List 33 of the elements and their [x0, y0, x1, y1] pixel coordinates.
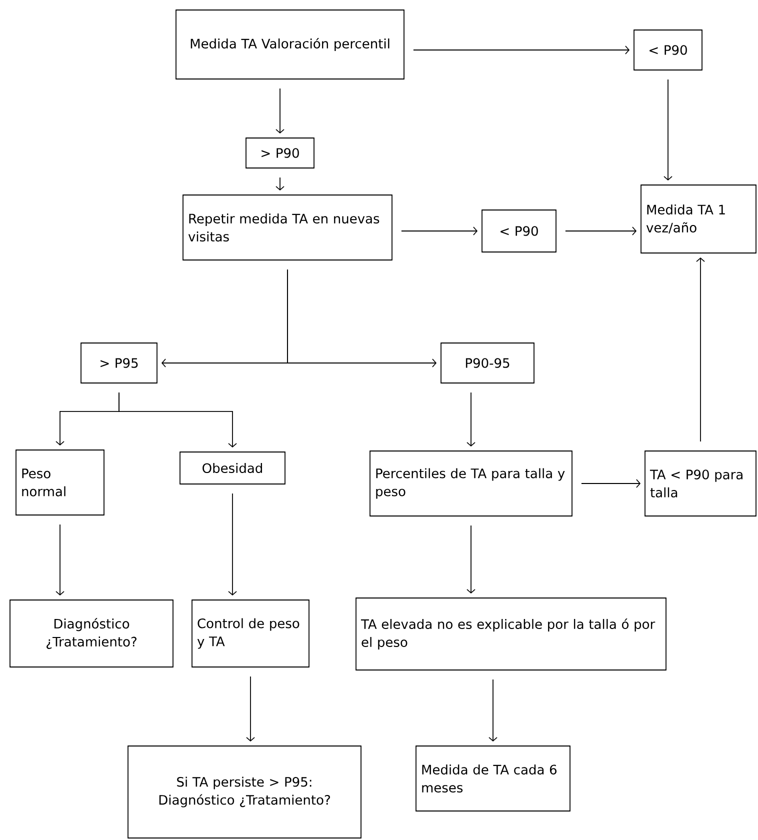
process-box: Obesidad [180, 452, 286, 484]
condition-box: < P90 [482, 210, 556, 252]
process-box: Control de peso y TA [192, 600, 310, 668]
process-box: TA < P90 para talla [644, 450, 756, 516]
arrow [246, 676, 255, 742]
arrow [466, 525, 476, 594]
condition-box: > P95 [80, 342, 158, 384]
process-box: Repetir medida TA en nuevas visitas [182, 194, 392, 260]
arrow [56, 524, 64, 596]
arrow [488, 679, 498, 742]
arrow [696, 257, 705, 442]
process-box: Medida TA Valoración percentil [176, 10, 404, 80]
process-box: Peso normal [16, 450, 104, 516]
process-box: Medida TA 1 vez/año [640, 184, 756, 254]
process-box: Percentiles de TA para talla y peso [370, 450, 572, 516]
arrow [276, 177, 284, 191]
arrow [565, 226, 637, 236]
arrow [401, 226, 478, 236]
process-box: Diagnóstico ¿Tratamiento? [10, 600, 174, 668]
arrow [581, 479, 641, 488]
arrow [118, 392, 237, 448]
condition-box: > P90 [246, 138, 314, 168]
process-box: TA elevada no es explicable por la talla ó por el peso [356, 598, 666, 670]
condition-box: < P90 [634, 30, 702, 70]
arrow [287, 269, 437, 368]
arrow [228, 493, 237, 596]
process-box: Si TA persiste > P95: Diagnóstico ¿Tratamiento? [128, 746, 362, 838]
condition-box: P90-95 [440, 342, 534, 384]
arrow [413, 46, 630, 54]
arrow [664, 79, 672, 181]
process-box: Medida de TA cada 6 meses [416, 746, 570, 812]
arrow [466, 392, 476, 447]
arrow [276, 88, 284, 134]
